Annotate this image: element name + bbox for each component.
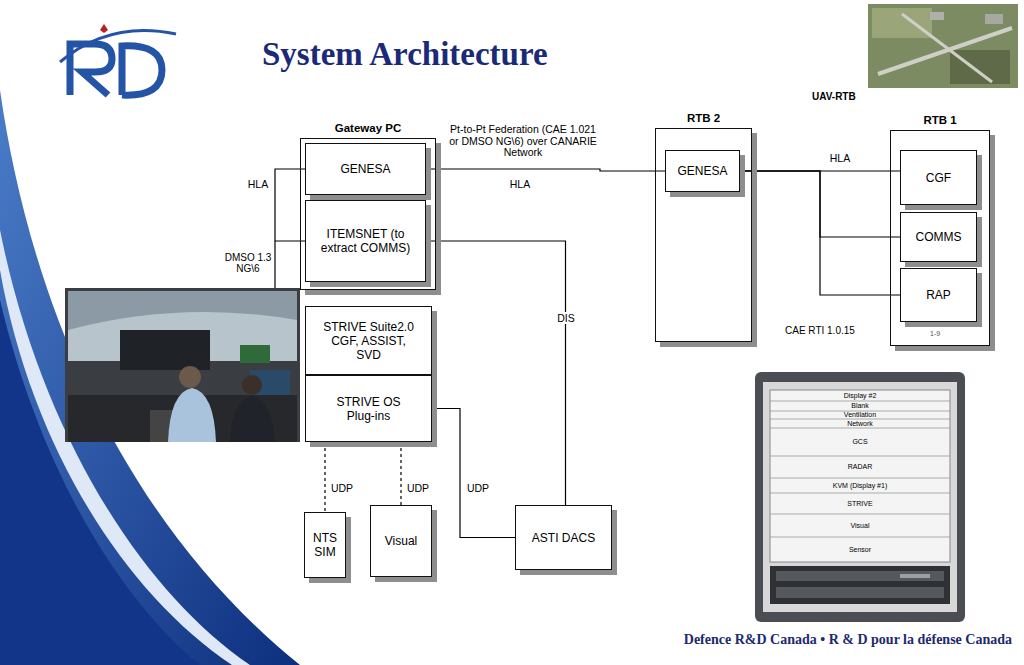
box-label: RAP <box>926 288 951 302</box>
blue-swoosh <box>0 90 300 665</box>
box-label: CGF <box>926 171 951 185</box>
protocol-label: HLA <box>828 152 852 164</box>
rack-unit <box>776 587 944 598</box>
protocol-label: UDP <box>465 482 491 494</box>
rack-row-lines <box>770 401 950 537</box>
software-box: STRIVE Suite2.0 CGF, ASSIST, SVD <box>305 306 432 375</box>
photo-person <box>230 396 275 442</box>
footer: Defence R&D Canada • R & D pour la défen… <box>684 632 1012 647</box>
connector-line <box>426 169 665 171</box>
photo-runway <box>878 28 1012 74</box>
box-label: STRIVE OS Plug-ins <box>329 395 409 423</box>
rack-slot: Visual <box>851 522 870 530</box>
rack-inner <box>763 382 957 612</box>
rack-slot: KVM (Display #1) <box>833 482 887 490</box>
photo-cockpit <box>120 330 210 370</box>
module-box: RAP <box>900 268 977 322</box>
connector-line <box>432 409 515 538</box>
photo-person <box>168 388 216 442</box>
rack-equipment <box>770 566 950 604</box>
rack-slot: Blank <box>851 402 869 410</box>
bus-line <box>274 241 275 288</box>
slide-title: System Architecture <box>262 36 548 73</box>
device-box: ASTI DACS <box>515 505 612 570</box>
box-heading: RTB 2 <box>687 111 720 125</box>
photo-field <box>872 8 932 38</box>
connector-line <box>426 241 566 505</box>
module-box: COMMS <box>900 212 977 262</box>
protocol-note: DMSO 1.3 NG\6 <box>220 252 276 274</box>
rack-unit-detail <box>900 574 930 578</box>
module-box: GENESA <box>305 143 426 195</box>
box-heading: RTB 1 <box>923 113 956 127</box>
photo-person <box>179 366 201 388</box>
simulator-box: NTS SIM <box>304 512 346 578</box>
box-label: STRIVE Suite2.0 CGF, ASSIST, SVD <box>323 320 415 362</box>
rack-unit <box>776 571 944 581</box>
box-label: GENESA <box>677 164 727 178</box>
rack-panel <box>770 390 950 562</box>
protocol-label: HLA <box>508 178 532 190</box>
rack-frame <box>755 372 965 622</box>
logo-letter-d <box>122 46 162 95</box>
page-number: 1-9 <box>930 330 940 338</box>
photo-field <box>950 50 1010 84</box>
rack-slot: GCS <box>852 438 867 446</box>
rack-slot: Display #2 <box>844 392 877 400</box>
box-label: GENESA <box>340 162 390 176</box>
rack-slot: STRIVE <box>847 500 872 508</box>
box-label: ASTI DACS <box>532 531 595 545</box>
connector-line <box>740 171 900 295</box>
testbed-box: RTB 2GENESA <box>655 128 752 342</box>
simulator-photo <box>65 288 300 442</box>
rti-version: CAE RTI 1.0.15 <box>785 325 855 336</box>
connector-line <box>400 442 401 505</box>
photo-runway <box>902 14 992 82</box>
protocol-label: DIS <box>555 312 577 324</box>
box-heading: Gateway PC <box>335 121 401 135</box>
box-label: Visual <box>385 534 417 548</box>
protocol-label: UDP <box>329 482 355 494</box>
computer-box: Gateway PCGENESAITEMSNET (to extract COM… <box>300 138 436 290</box>
visual-box: Visual <box>370 505 432 577</box>
connector-line <box>324 442 325 512</box>
testbed-box: RTB 1CGFCOMMSRAP <box>890 130 990 346</box>
photo-monitor <box>240 345 270 363</box>
link-note: Pt-to-Pt Federation (CAE 1.021 or DMSO N… <box>447 124 599 159</box>
box-label: NTS SIM <box>309 531 341 559</box>
rack-slot: RADAR <box>848 463 873 471</box>
photo-person <box>242 375 262 395</box>
aerial-photo <box>868 4 1018 88</box>
module-box: ITEMSNET (to extract COMMS) <box>305 200 426 282</box>
protocol-label: HLA <box>246 178 270 190</box>
box-label: COMMS <box>916 230 962 244</box>
module-box: CGF <box>900 150 977 205</box>
module-box: GENESA <box>665 150 740 192</box>
photo-building <box>930 12 944 20</box>
logo-leaf <box>100 24 108 33</box>
logo-letter-r <box>70 44 112 95</box>
rack-slot: Sensor <box>849 546 871 554</box>
protocol-label: UDP <box>405 482 431 494</box>
rack-slot: Ventilation <box>844 411 876 419</box>
software-box: STRIVE OS Plug-ins <box>305 375 432 442</box>
rack-slot: Network <box>847 420 873 428</box>
photo-building <box>985 14 1003 24</box>
box-label: ITEMSNET (to extract COMMS) <box>321 227 411 255</box>
photo-caption: UAV-RTB <box>812 91 856 102</box>
